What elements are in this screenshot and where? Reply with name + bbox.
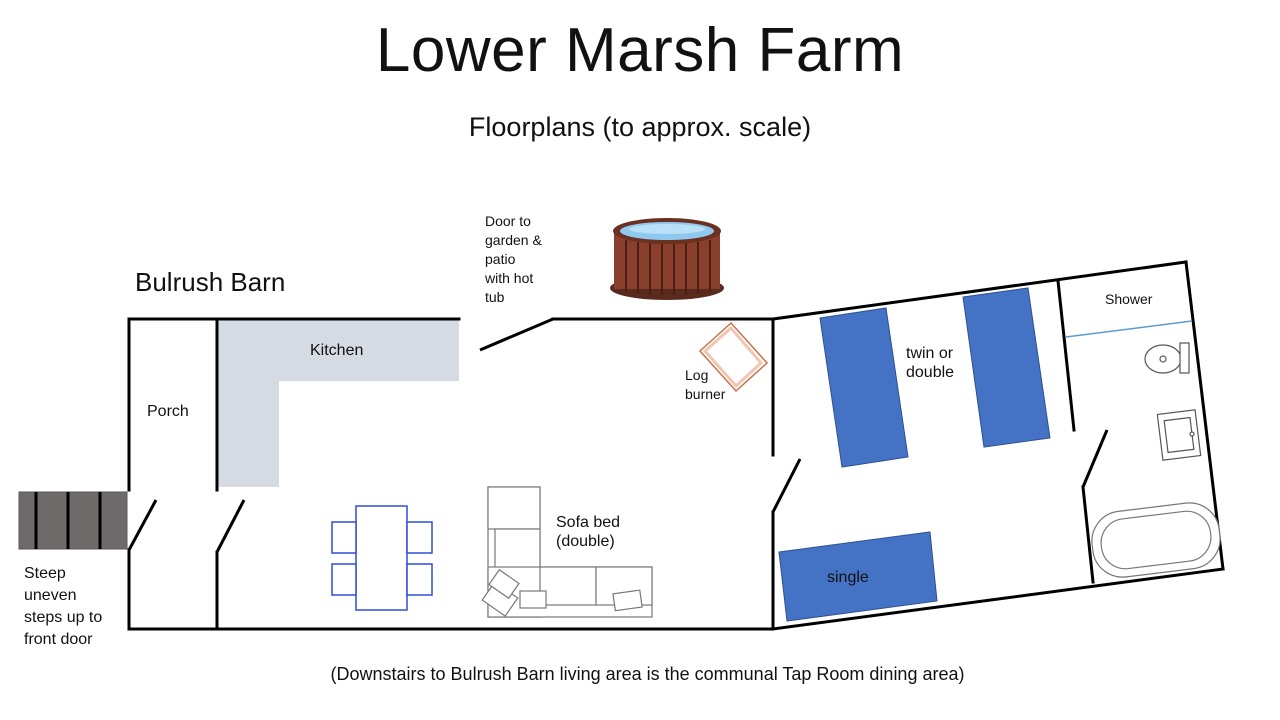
building-name: Bulrush Barn bbox=[135, 267, 286, 297]
twin-bed-right bbox=[962, 287, 1051, 448]
garden-door-note: Door to garden & patio with hot tub bbox=[485, 213, 542, 305]
single-bed-label: single bbox=[827, 569, 869, 586]
shower-divider bbox=[1065, 320, 1193, 338]
shower-label: Shower bbox=[1105, 291, 1153, 307]
toilet-icon bbox=[1144, 342, 1190, 374]
single-bed bbox=[778, 531, 938, 622]
log-burner-label: Log burner bbox=[685, 367, 726, 402]
twin-bed-left bbox=[819, 307, 909, 468]
kitchen-counter bbox=[218, 320, 459, 487]
beds bbox=[778, 287, 1051, 622]
footnote: (Downstairs to Bulrush Barn living area … bbox=[330, 664, 965, 684]
front-steps-note: Steep uneven steps up to front door bbox=[24, 565, 103, 648]
barn-walls bbox=[127, 260, 1225, 631]
porch-label: Porch bbox=[147, 403, 189, 420]
sofa-bed-label: Sofa bed (double) bbox=[556, 514, 621, 550]
log-burner-icon bbox=[698, 321, 769, 393]
front-steps bbox=[18, 491, 128, 550]
sofa-bed-icon bbox=[481, 486, 653, 618]
hot-tub-icon bbox=[610, 218, 724, 300]
door-swings bbox=[127, 317, 1109, 553]
sink-icon bbox=[1156, 409, 1202, 461]
page-subtitle: Floorplans (to approx. scale) bbox=[468, 112, 812, 142]
twin-or-double-label: twin or double bbox=[906, 345, 955, 381]
kitchen-label: Kitchen bbox=[310, 342, 364, 359]
bath-icon bbox=[1091, 502, 1221, 578]
dining-table-icon bbox=[331, 505, 433, 611]
page-title: Lower Marsh Farm bbox=[375, 16, 905, 85]
